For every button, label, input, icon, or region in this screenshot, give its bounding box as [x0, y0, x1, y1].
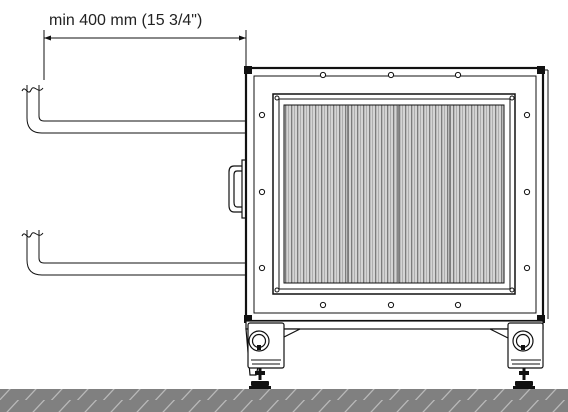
- screw-icon: [274, 95, 280, 101]
- upper-pipe-break-icon: [21, 87, 44, 93]
- filter-frame: [272, 93, 516, 295]
- heat-exchanger-fins: [283, 104, 505, 284]
- side-handle: [228, 159, 247, 219]
- lower-pipe-break-icon: [21, 232, 44, 238]
- bolt-hole-icon: [523, 111, 531, 119]
- bolt-hole-icon: [319, 301, 327, 309]
- arrow-left-icon: [44, 35, 51, 41]
- screw-icon: [509, 287, 515, 293]
- bolt-hole-icon: [258, 264, 266, 272]
- bolt-hole-icon: [454, 71, 462, 79]
- bolt-hole-icon: [523, 188, 531, 196]
- floor: [0, 389, 568, 412]
- bolt-hole-icon: [258, 111, 266, 119]
- screw-icon: [274, 287, 280, 293]
- bolt-hole-icon: [387, 301, 395, 309]
- clearance-dimension: [43, 30, 247, 122]
- left-leg: [245, 322, 301, 389]
- screw-icon: [509, 95, 515, 101]
- bolt-hole-icon: [454, 301, 462, 309]
- arrow-right-icon: [239, 35, 246, 41]
- bolt-hole-icon: [258, 188, 266, 196]
- right-leg: [489, 322, 544, 389]
- bolt-hole-icon: [387, 71, 395, 79]
- bolt-holes: [258, 71, 531, 309]
- bolt-hole-icon: [319, 71, 327, 79]
- lower-pipe: [21, 230, 246, 276]
- upper-pipe: [21, 85, 246, 134]
- clearance-dimension-label: min 400 mm (15 3/4"): [49, 12, 202, 29]
- bolt-hole-icon: [523, 264, 531, 272]
